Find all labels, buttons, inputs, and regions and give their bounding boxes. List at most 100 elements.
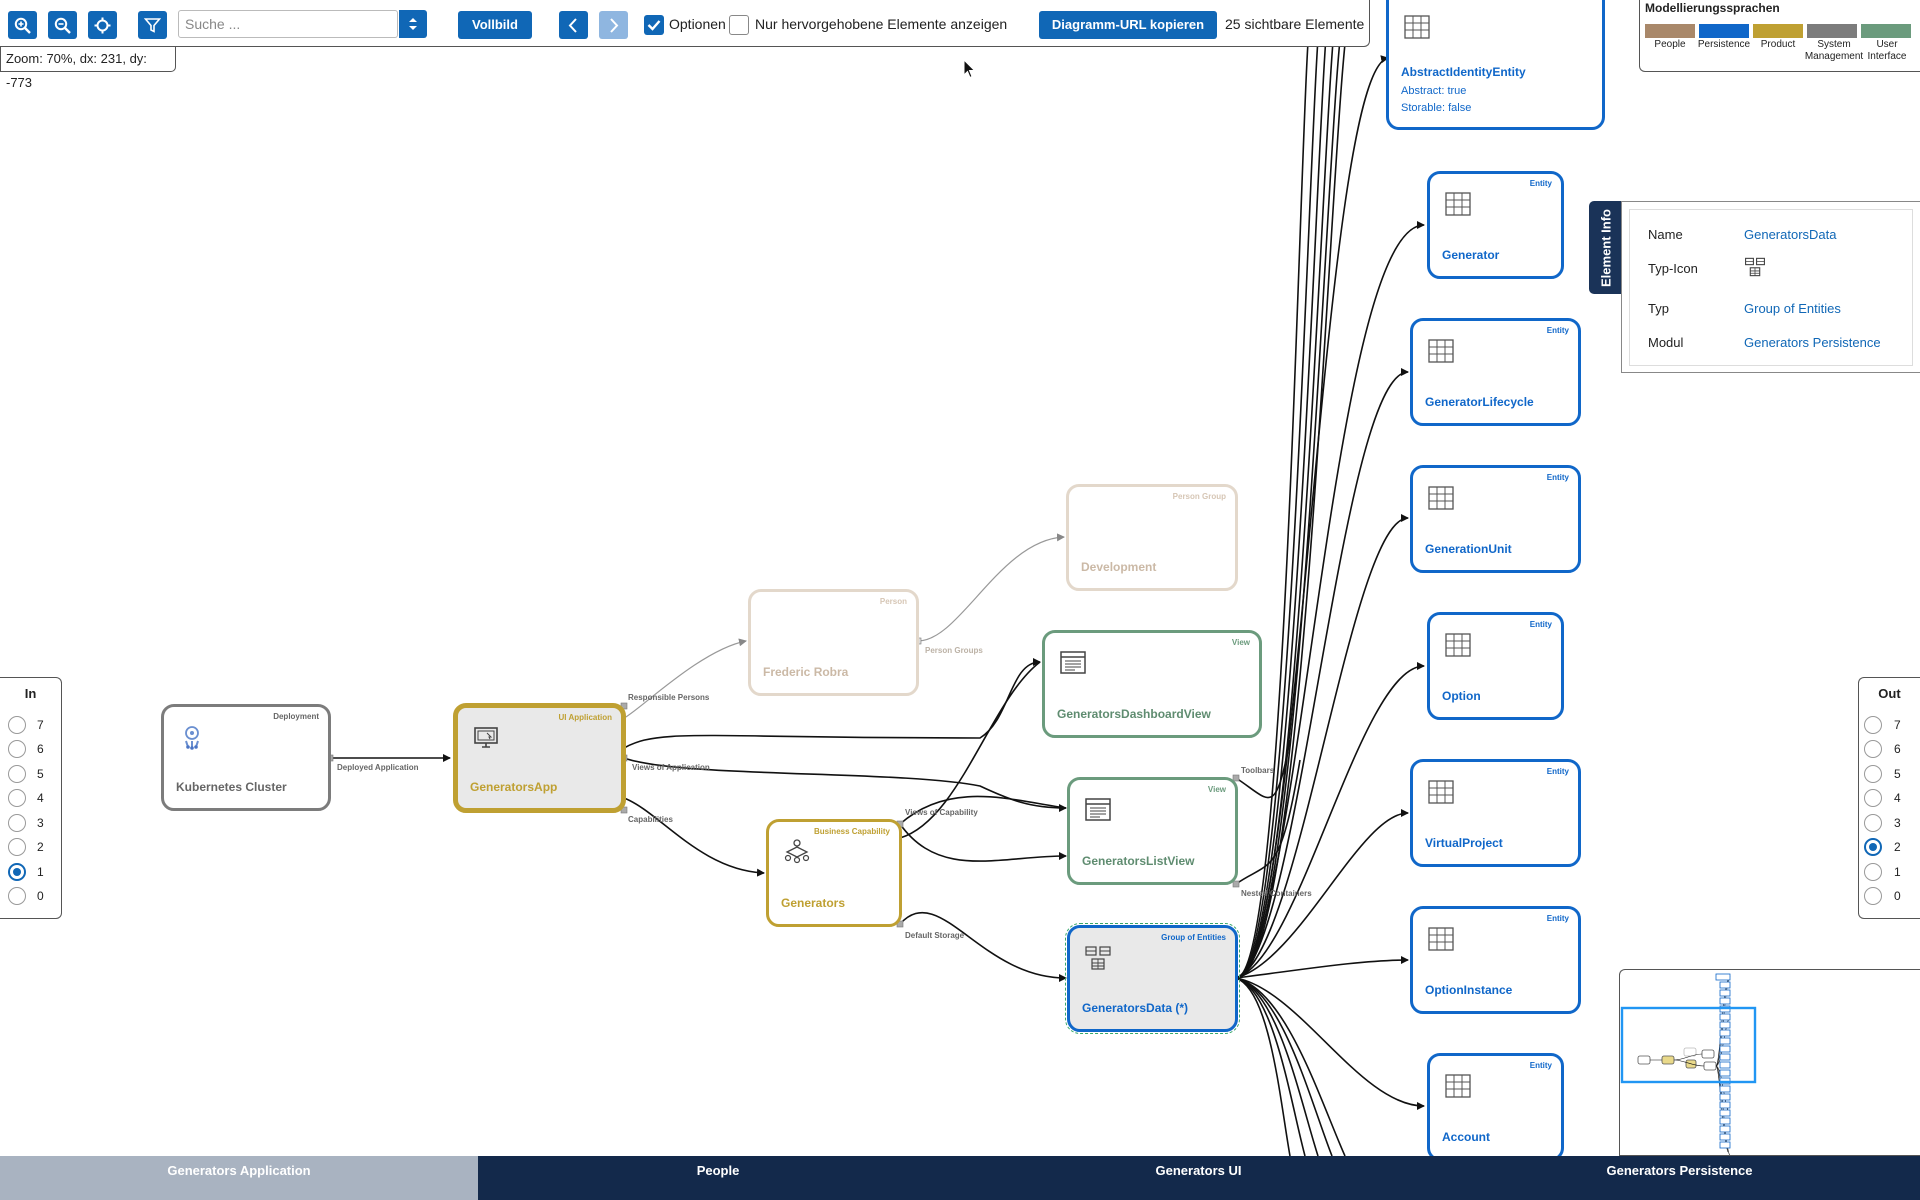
node-name: GeneratorsData (*) [1082, 1001, 1189, 1015]
node-generators-dashboard-view[interactable]: View GeneratorsDashboardView [1042, 630, 1262, 738]
node-generators-capability[interactable]: Business Capability Generators [766, 819, 902, 927]
legend-label-people: People [1654, 39, 1686, 50]
tab-generators-ui[interactable]: Generators UI [958, 1156, 1439, 1200]
search-options-button[interactable] [399, 10, 427, 38]
node-development[interactable]: Person Group Development [1066, 484, 1238, 591]
in-depth-radio-7[interactable] [8, 716, 26, 734]
node-type: Group of Entities [1161, 933, 1226, 942]
out-depth-label-5: 5 [1894, 767, 1901, 781]
info-name-value[interactable]: GeneratorsData [1744, 227, 1837, 242]
out-depth-radio-0[interactable] [1864, 887, 1882, 905]
node-type: View [1207, 785, 1226, 794]
options-checkbox[interactable] [644, 15, 664, 35]
node-entity-generator[interactable]: Entity Generator [1427, 171, 1564, 279]
minimap[interactable] [1619, 969, 1920, 1156]
node-generators-data[interactable]: Group of Entities GeneratorsData (*) [1065, 923, 1240, 1034]
edge-label-nested-containers: Nested Containers [1241, 889, 1312, 898]
info-module-value[interactable]: Generators Persistence [1744, 335, 1881, 350]
search-input[interactable] [178, 10, 398, 38]
out-depth-label-4: 4 [1894, 791, 1901, 805]
mouse-cursor-icon [963, 59, 976, 79]
info-type-label: Typ [1648, 301, 1669, 316]
out-depth-radio-4[interactable] [1864, 789, 1882, 807]
in-depth-radio-6[interactable] [8, 740, 26, 758]
crosshair-icon [94, 17, 111, 34]
out-depth-radio-7[interactable] [1864, 716, 1882, 734]
in-depth-radio-3[interactable] [8, 814, 26, 832]
in-depth-radio-4[interactable] [8, 789, 26, 807]
zoom-out-button[interactable] [48, 11, 77, 39]
minimap-viewport[interactable] [1620, 1006, 1757, 1084]
edge-label-deployed-application: Deployed Application [337, 763, 419, 772]
tab-generators-application[interactable]: Generators Application [0, 1156, 478, 1200]
highlight-only-checkbox[interactable] [729, 15, 749, 35]
edge-label-views-of-application: Views of Application [632, 763, 710, 772]
entity-table-icon [1428, 780, 1454, 804]
in-depth-label-7: 7 [37, 718, 44, 732]
in-depth-radio-1[interactable] [8, 863, 26, 881]
node-name: GenerationUnit [1425, 542, 1512, 556]
node-name: VirtualProject [1425, 836, 1503, 850]
node-entity-virtual-project[interactable]: Entity VirtualProject [1410, 759, 1581, 867]
legend: Modellierungssprachen People Persistence… [1639, 0, 1920, 72]
node-entity-generation-unit[interactable]: Entity GenerationUnit [1410, 465, 1581, 573]
diagram-canvas[interactable]: Deployed Application Responsible Persons… [0, 0, 1920, 1156]
node-name: GeneratorLifecycle [1425, 395, 1534, 409]
tab-generators-persistence[interactable]: Generators Persistence [1439, 1156, 1920, 1200]
element-info-tab[interactable]: Element Info [1589, 201, 1622, 294]
forward-button[interactable] [599, 11, 628, 39]
node-entity-account[interactable]: Entity Account [1427, 1053, 1564, 1156]
out-depth-label-6: 6 [1894, 742, 1901, 756]
capability-icon [784, 839, 810, 864]
node-abstract-identity-entity[interactable]: AbstractIdentityEntity Abstract: true St… [1386, 0, 1605, 130]
legend-label-product: Product [1760, 39, 1796, 50]
in-depth-label-3: 3 [37, 816, 44, 830]
node-name: OptionInstance [1425, 983, 1513, 997]
node-name: Generators [781, 896, 846, 910]
node-type: Business Capability [813, 827, 890, 836]
node-kubernetes-cluster[interactable]: Deployment Kubernetes Cluster [161, 704, 331, 811]
entity-table-icon [1445, 192, 1471, 216]
toolbar: Vollbild Optionen Nur hervorgehobene Ele… [0, 0, 1370, 47]
info-type-value[interactable]: Group of Entities [1744, 301, 1841, 316]
highlight-only-label: Nur hervorgehobene Elemente anzeigen [755, 16, 1008, 32]
node-frederic-robra[interactable]: Person Frederic Robra [748, 589, 919, 696]
node-name: Option [1442, 689, 1481, 703]
out-depth-radio-5[interactable] [1864, 765, 1882, 783]
zoom-in-button[interactable] [8, 11, 37, 39]
fullscreen-button[interactable]: Vollbild [458, 11, 532, 39]
copy-diagram-url-button[interactable]: Diagramm-URL kopieren [1039, 11, 1217, 39]
node-name: Frederic Robra [763, 665, 849, 679]
tab-people[interactable]: People [478, 1156, 958, 1200]
legend-label-system-management: System Management [1804, 39, 1864, 62]
entity-table-icon [1428, 927, 1454, 951]
out-depth-radio-1[interactable] [1864, 863, 1882, 881]
node-name: Account [1442, 1130, 1490, 1144]
out-depth-radio-3[interactable] [1864, 814, 1882, 832]
node-prop-storable: Storable: false [1401, 102, 1472, 114]
node-generators-list-view[interactable]: View GeneratorsListView [1067, 777, 1238, 885]
node-entity-option[interactable]: Entity Option [1427, 612, 1564, 720]
node-entity-option-instance[interactable]: Entity OptionInstance [1410, 906, 1581, 1014]
center-view-button[interactable] [88, 11, 117, 39]
diagram-edges [326, 0, 1425, 1156]
entity-table-icon [1428, 339, 1454, 363]
out-depth-radio-2[interactable] [1864, 838, 1882, 856]
in-depth-label-6: 6 [37, 742, 44, 756]
entity-table-icon [1428, 486, 1454, 510]
node-entity-generator-lifecycle[interactable]: Entity GeneratorLifecycle [1410, 318, 1581, 426]
node-generators-app[interactable]: UI Application GeneratorsApp [453, 703, 626, 813]
node-type: Entity [1529, 620, 1552, 629]
zoom-in-icon [14, 17, 31, 34]
node-prop-abstract: Abstract: true [1401, 85, 1467, 97]
in-depth-radio-5[interactable] [8, 765, 26, 783]
checkmark-icon [647, 20, 661, 31]
filter-button[interactable] [138, 11, 167, 39]
module-tabs: Generators Application People Generators… [0, 1156, 1920, 1200]
view-window-icon [1085, 798, 1111, 821]
in-depth-radio-2[interactable] [8, 838, 26, 856]
back-button[interactable] [559, 11, 588, 39]
out-depth-radio-6[interactable] [1864, 740, 1882, 758]
visible-elements-count: 25 sichtbare Elemente [1225, 16, 1365, 32]
in-depth-radio-0[interactable] [8, 887, 26, 905]
